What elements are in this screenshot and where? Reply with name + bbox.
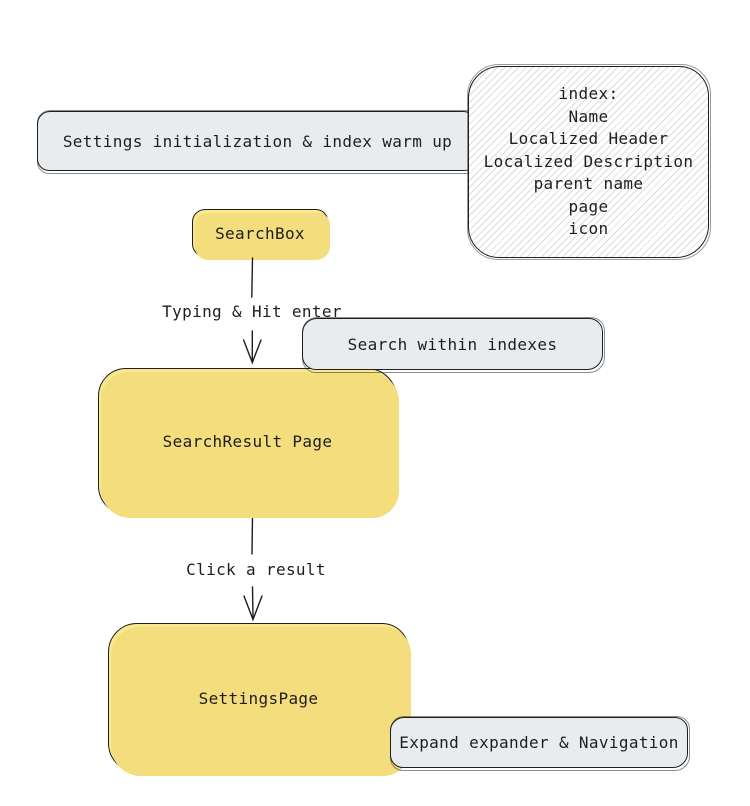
index-note-line: icon xyxy=(568,219,609,239)
node-search-result-page-label: SearchResult Page xyxy=(162,432,333,451)
index-note-line: index: xyxy=(558,84,619,104)
node-expand-expander-navigation-label: Expand expander & Navigation xyxy=(399,733,679,752)
node-expand-expander-navigation: Expand expander & Navigation xyxy=(390,716,690,771)
index-fields-list: index: Name Localized Header Localized D… xyxy=(484,83,694,241)
index-note-line: Localized Description xyxy=(483,151,694,171)
edge-label-typing-hit-enter: Typing & Hit enter xyxy=(162,302,342,321)
node-searchbox: SearchBox xyxy=(192,209,330,260)
node-searchbox-label: SearchBox xyxy=(215,223,305,243)
node-index-fields-note: index: Name Localized Header Localized D… xyxy=(467,64,711,260)
index-note-line: Localized Header xyxy=(508,129,669,149)
index-note-line: parent name xyxy=(533,174,644,194)
node-search-result-page: SearchResult Page xyxy=(98,368,399,518)
node-search-within-indexes-label: Search within indexes xyxy=(347,334,558,354)
node-settings-page-label: SettingsPage xyxy=(198,688,319,708)
node-settings-initialization: Settings initialization & index warm up xyxy=(37,110,480,174)
edge-label-click-a-result: Click a result xyxy=(186,560,326,579)
node-search-within-indexes: Search within indexes xyxy=(302,317,605,373)
index-note-line: page xyxy=(568,196,609,216)
node-settings-page: SettingsPage xyxy=(108,623,411,776)
index-note-line: Name xyxy=(568,106,609,126)
node-settings-initialization-label: Settings initialization & index warm up xyxy=(62,131,453,151)
